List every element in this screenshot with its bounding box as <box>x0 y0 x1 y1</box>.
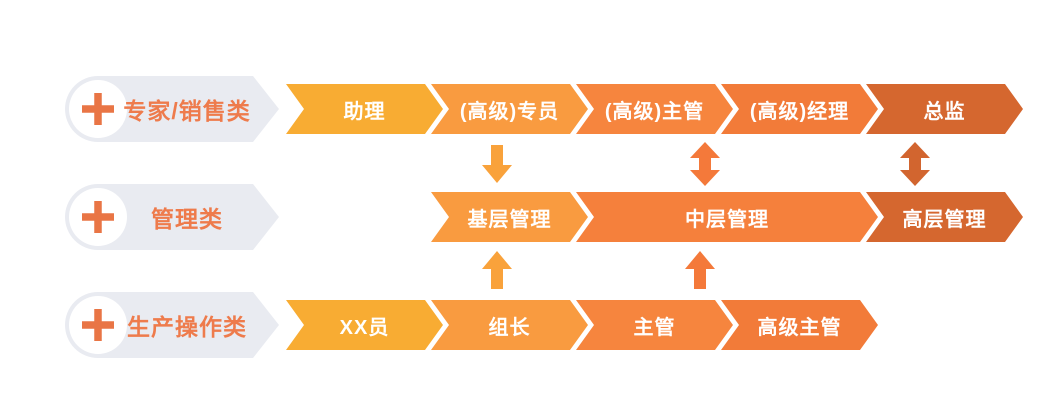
arrow-up-icon <box>685 251 715 289</box>
stage-chevron: 主管 <box>576 300 733 350</box>
arrow-up-icon <box>482 251 512 289</box>
stage-chevron: 组长 <box>431 300 588 350</box>
stage-chevron: 助理 <box>286 84 443 134</box>
stage-label: 高层管理 <box>902 208 987 231</box>
plus-icon <box>82 201 114 233</box>
stage-chevron: 总监 <box>866 84 1023 134</box>
stage-label: 助理 <box>343 100 386 123</box>
stage-label: 总监 <box>923 100 966 123</box>
stage-chevron: 基层管理 <box>431 192 588 242</box>
plus-icon <box>82 309 114 341</box>
stage-chevron: (高级)主管 <box>576 84 733 134</box>
stage-chevron: 高级主管 <box>721 300 878 350</box>
row-label: 管理类 <box>151 206 223 232</box>
row-label: 专家/销售类 <box>123 98 251 124</box>
stage-label: XX员 <box>339 316 390 339</box>
arrow-down-icon <box>482 145 512 183</box>
row-label-pill-management: 管理类 <box>65 184 253 250</box>
expand-plus-button[interactable] <box>69 188 127 246</box>
stage-chevron: (高级)专员 <box>431 84 588 134</box>
stage-label: 组长 <box>488 316 531 339</box>
expand-plus-button[interactable] <box>69 80 127 138</box>
arrow-up-down-icon <box>900 142 930 186</box>
stage-chevron: 高层管理 <box>866 192 1023 242</box>
stage-label: (高级)经理 <box>749 100 850 123</box>
stage-label: (高级)专员 <box>459 100 560 123</box>
plus-icon <box>82 93 114 125</box>
stage-chevron: 中层管理 <box>576 192 878 242</box>
row-label-pill-expert-sales: 专家/销售类 <box>65 76 253 142</box>
stage-chevron: XX员 <box>286 300 443 350</box>
stage-label: 基层管理 <box>467 208 552 231</box>
stage-label: 高级主管 <box>757 316 842 339</box>
stage-label: 中层管理 <box>685 208 769 231</box>
arrow-up-down-icon <box>690 142 720 186</box>
expand-plus-button[interactable] <box>69 296 127 354</box>
row-label-pill-production: 生产操作类 <box>65 292 253 358</box>
stage-label: (高级)主管 <box>604 100 705 123</box>
stage-chevron: (高级)经理 <box>721 84 878 134</box>
stage-label: 主管 <box>633 316 676 339</box>
row-label: 生产操作类 <box>127 314 247 340</box>
